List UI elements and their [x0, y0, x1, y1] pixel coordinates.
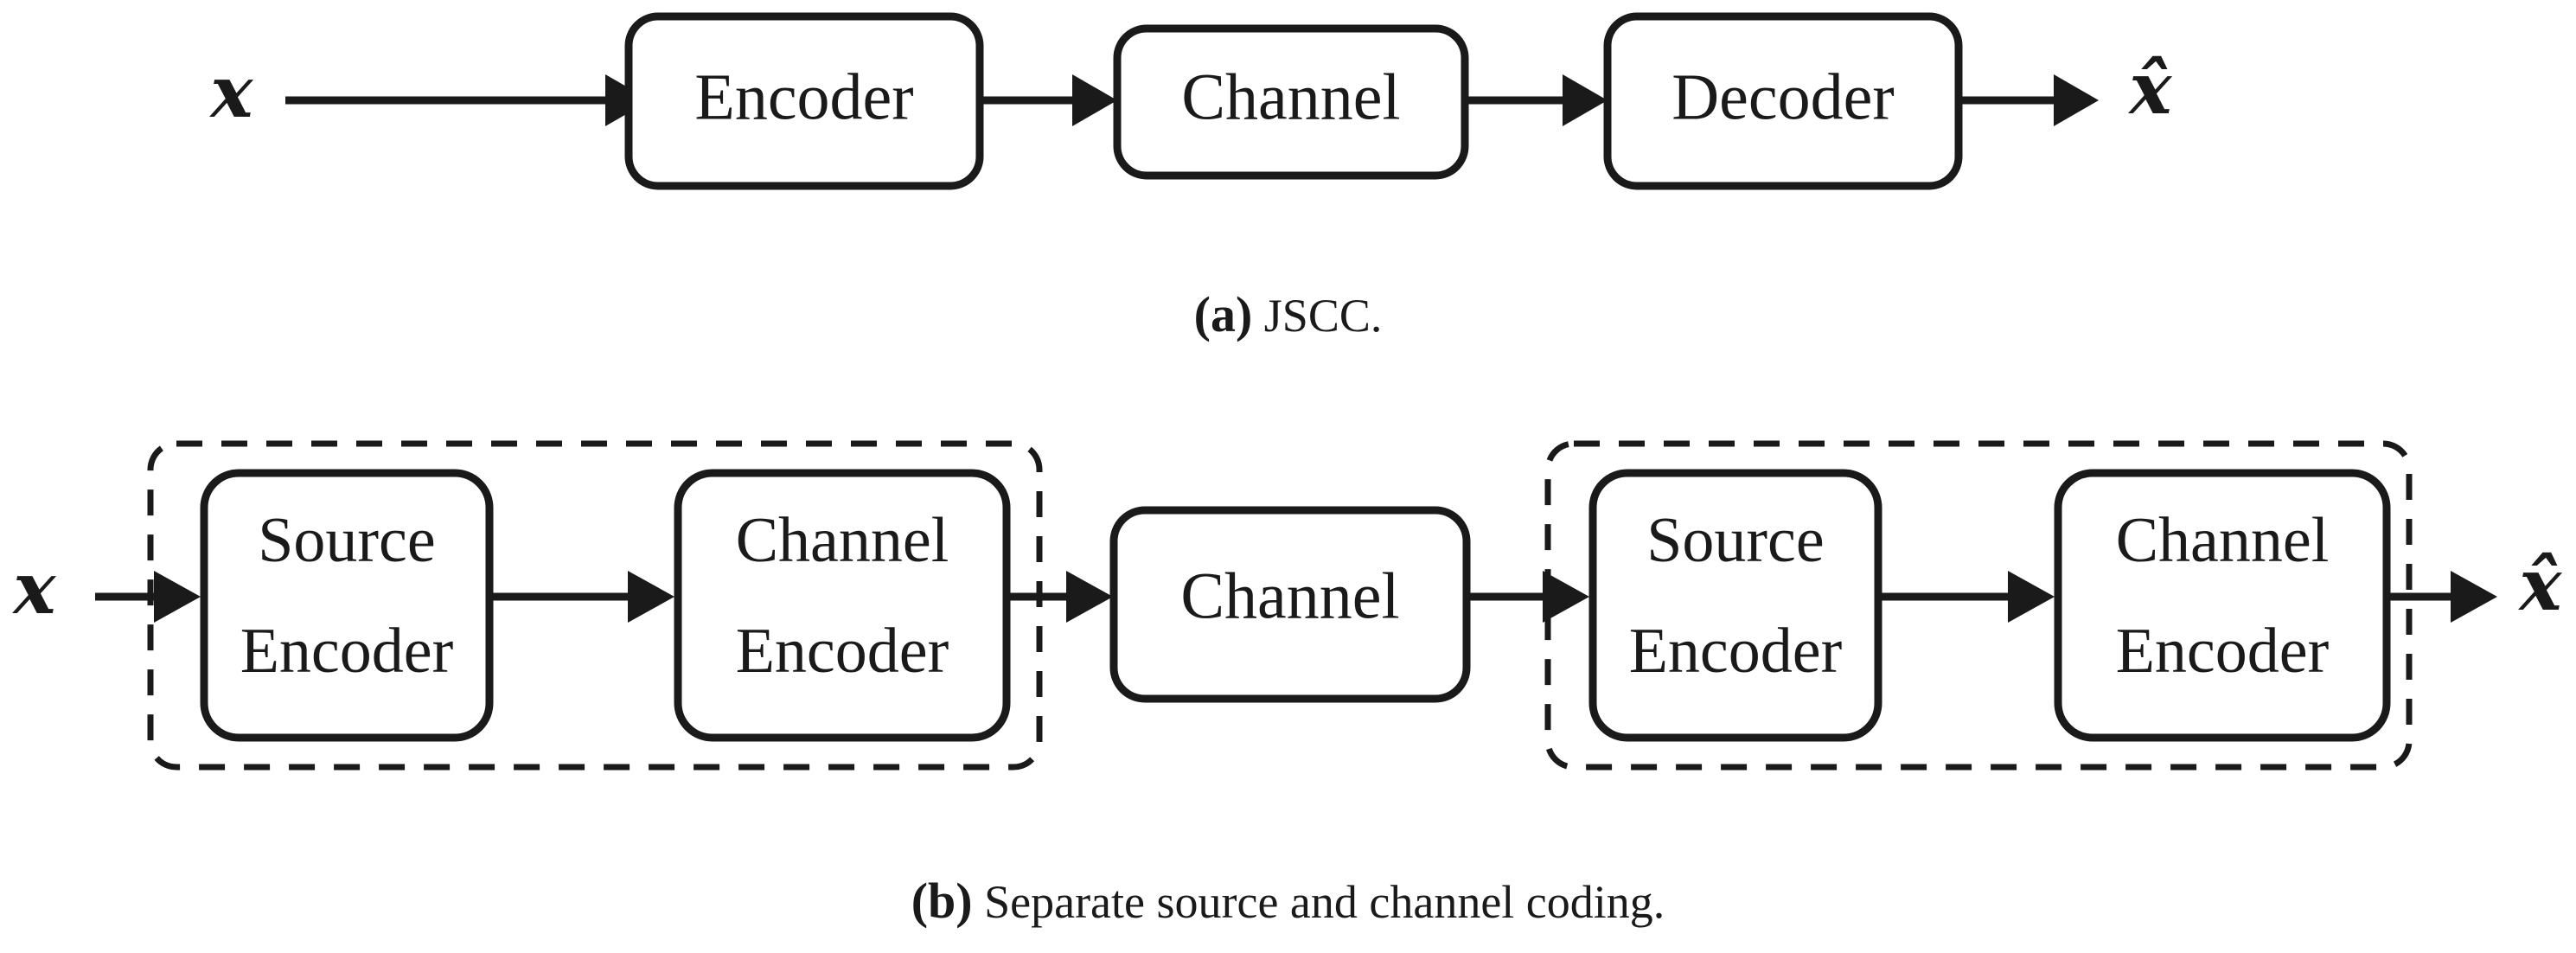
caption-b-text: Separate source and channel coding. — [972, 876, 1665, 928]
block-source-encoder-rx-line1: Source — [1646, 505, 1825, 576]
block-source-encoder-rx: Source Encoder — [1588, 469, 1882, 742]
arrow-channel-to-decoder-a — [1465, 74, 1608, 126]
block-source-encoder-tx-line2: Encoder — [240, 616, 454, 687]
block-channel-encoder-rx-line2: Encoder — [2116, 616, 2330, 687]
receiver-group-boundary — [1544, 440, 2413, 771]
caption-b-tag: (b) — [911, 873, 973, 929]
subfigure-b-separate: 𝒙 Source Encoder Channel — [12, 440, 2563, 771]
block-channel-b: Channel — [1109, 506, 1471, 703]
caption-a: (a) JSCC. — [0, 285, 2576, 343]
arrow-x-to-encoder — [285, 74, 650, 126]
block-source-encoder-tx: Source Encoder — [200, 469, 494, 742]
arrow-source-to-channel-encoder-rx — [1878, 571, 2055, 623]
block-source-encoder-tx-line1: Source — [258, 505, 436, 576]
arrow-tx-to-channel — [1007, 571, 1113, 623]
block-encoder-a: Encoder — [624, 12, 984, 190]
block-decoder-a: Decoder — [1603, 12, 1963, 190]
block-channel-encoder-tx-line2: Encoder — [736, 616, 949, 687]
block-channel-a-label: Channel — [1181, 61, 1400, 133]
output-signal-label-b: 𝒙̂ — [2518, 547, 2563, 625]
transmitter-group-boundary — [147, 440, 1043, 771]
block-channel-b-label: Channel — [1180, 560, 1399, 632]
input-signal-label-b: 𝒙 — [12, 550, 57, 629]
block-channel-encoder-tx-line1: Channel — [736, 505, 949, 576]
caption-a-tag: (a) — [1193, 286, 1253, 342]
block-channel-a: Channel — [1113, 24, 1469, 180]
block-encoder-a-label: Encoder — [694, 61, 913, 133]
arrow-encoder-to-channel-a — [980, 74, 1117, 126]
caption-a-text: JSCC. — [1252, 290, 1383, 342]
arrow-rx-to-xhat — [2387, 571, 2497, 623]
block-channel-encoder-tx: Channel Encoder — [674, 469, 1011, 742]
caption-b: (b) Separate source and channel coding. — [0, 872, 2576, 930]
block-decoder-a-label: Decoder — [1672, 61, 1894, 133]
block-channel-encoder-rx: Channel Encoder — [2054, 469, 2391, 742]
arrow-x-to-source-encoder-tx — [95, 571, 201, 623]
arrow-channel-to-rx — [1467, 571, 1589, 623]
arrow-decoder-to-xhat — [1959, 74, 2099, 126]
subfigure-a-jscc: 𝒙 Encoder Channel — [209, 12, 2173, 190]
input-signal-label-a: 𝒙 — [209, 54, 254, 132]
output-signal-label-a: 𝒙̂ — [2128, 50, 2173, 129]
block-source-encoder-rx-line2: Encoder — [1629, 616, 1843, 687]
block-channel-encoder-rx-line1: Channel — [2116, 505, 2330, 576]
arrow-source-to-channel-encoder-tx — [489, 571, 674, 623]
